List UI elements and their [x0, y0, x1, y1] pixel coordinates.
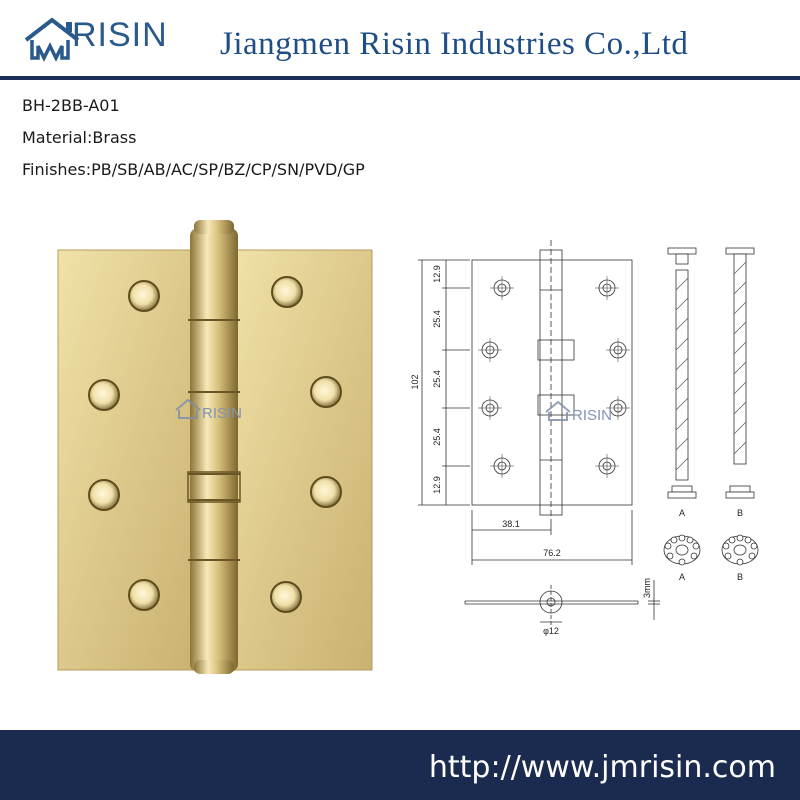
dim-thickness: 3mm — [642, 578, 652, 598]
watermark-text: RISIN — [202, 405, 242, 422]
hinge-photo: RISIN — [57, 220, 373, 674]
dim-full-width: 76.2 — [543, 548, 561, 558]
watermark-logo-icon — [175, 398, 201, 419]
logo-text: RISIN — [72, 16, 168, 54]
bearing-drawings — [663, 534, 759, 566]
footer: http://www.jmrisin.com — [0, 730, 800, 800]
material-line: Material:Brass — [22, 128, 137, 147]
logo — [24, 17, 80, 62]
dim-label: 12.9 — [432, 265, 442, 283]
dim-pin-diameter: φ12 — [543, 626, 559, 636]
header: RISIN Jiangmen Risin Industries Co.,Ltd — [0, 0, 800, 80]
drawing-holes — [481, 279, 627, 475]
technical-drawing: 12.9 25.4 25.4 25.4 12.9 102 38.1 76.2 3… — [410, 240, 759, 636]
finishes-line: Finishes:PB/SB/AB/AC/SP/BZ/CP/SN/PVD/GP — [22, 160, 365, 179]
pin-drawings — [667, 247, 755, 499]
company-name: Jiangmen Risin Industries Co.,Ltd — [220, 26, 689, 62]
dim-label: 12.9 — [432, 476, 442, 494]
drawing-watermark-icon — [545, 400, 571, 421]
pin-label-b: B — [737, 508, 743, 518]
bearing-label-b: B — [737, 572, 743, 582]
website-url[interactable]: http://www.jmrisin.com — [428, 750, 776, 785]
bearing-label-a: A — [679, 572, 685, 582]
header-divider — [0, 76, 800, 80]
dim-label: 25.4 — [432, 370, 442, 388]
dim-half-width: 38.1 — [502, 519, 520, 529]
dim-label: 25.4 — [432, 428, 442, 446]
pin-hatching — [675, 261, 747, 471]
screw-holes — [88, 276, 342, 613]
pin-label-a: A — [679, 508, 685, 518]
dim-label: 25.4 — [432, 310, 442, 328]
dim-height: 102 — [410, 374, 420, 389]
model-number: BH-2BB-A01 — [22, 96, 120, 115]
drawing-watermark-text: RISIN — [572, 407, 612, 424]
house-logo-icon — [24, 17, 80, 62]
